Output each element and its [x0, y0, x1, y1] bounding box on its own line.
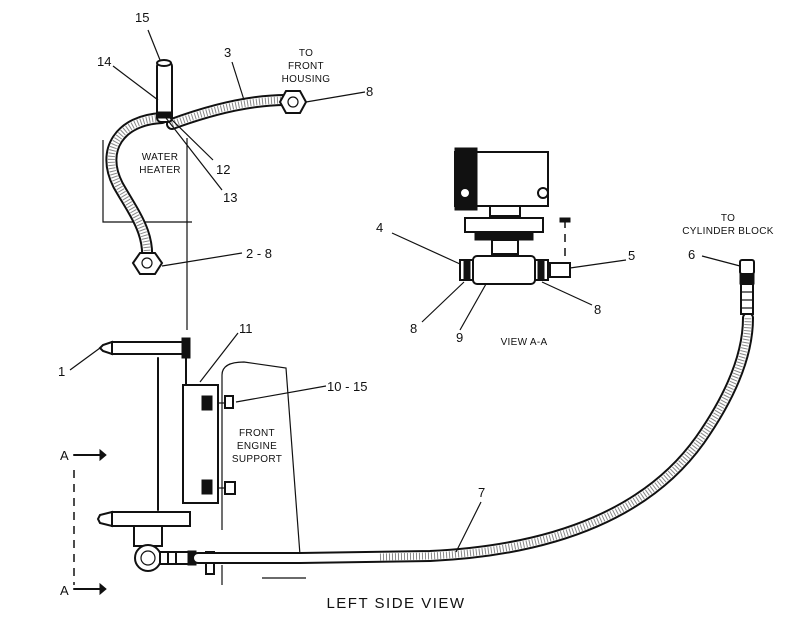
diagram-title: LEFT SIDE VIEW	[326, 595, 465, 612]
callout-8-top: 8	[366, 84, 373, 99]
callout-9: 9	[456, 330, 463, 345]
callout-7: 7	[478, 485, 485, 500]
note-front-engine-support-2: ENGINE	[237, 441, 277, 452]
section-line-a	[73, 448, 107, 596]
note-front-engine-support-1: FRONT	[239, 428, 275, 439]
view-a-a-label: VIEW A-A	[501, 337, 548, 348]
note-to-front-housing-2: FRONT	[288, 61, 324, 72]
callout-8-left: 8	[410, 321, 417, 336]
callout-13: 13	[223, 190, 237, 205]
fitting-collar	[156, 111, 173, 119]
callout-leaders-mount	[69, 332, 327, 403]
connector-6	[739, 259, 755, 275]
support-plate	[182, 384, 219, 504]
bottom-bracket	[111, 511, 191, 527]
callout-10-15: 10 - 15	[327, 379, 367, 394]
grease-fitting-bottom	[96, 510, 113, 528]
heater-bracket	[102, 140, 192, 223]
callout-5: 5	[628, 248, 635, 263]
tee-fitting-9	[472, 255, 536, 285]
callout-4: 4	[376, 220, 383, 235]
heater-hose-assembly	[102, 59, 308, 330]
labels: 15 14 3 8 12 13 2 - 8 11 1 10 - 15 7 4 5…	[58, 10, 773, 612]
callout-11: 11	[239, 321, 253, 336]
note-to-cylinder-block-1: TO	[721, 213, 735, 224]
plug-5	[549, 262, 571, 278]
note-water-heater-2: HEATER	[139, 165, 181, 176]
note-front-engine-support-3: SUPPORT	[232, 454, 282, 465]
callout-2-8: 2 - 8	[246, 246, 272, 261]
callout-6: 6	[688, 247, 695, 262]
callout-leaders-upper	[112, 29, 366, 267]
section-marker-bottom: A	[60, 583, 69, 598]
hex-nut-top	[278, 90, 308, 114]
callout-8-right: 8	[594, 302, 601, 317]
callout-12: 12	[216, 162, 230, 177]
long-hose-7	[192, 255, 755, 564]
fitting-arm	[111, 341, 188, 355]
callout-3: 3	[224, 45, 231, 60]
section-marker-top: A	[60, 448, 69, 463]
hex-fitting-lower	[131, 252, 164, 275]
callout-1: 1	[58, 364, 65, 379]
callout-14: 14	[97, 54, 111, 69]
note-to-cylinder-block-2: CYLINDER BLOCK	[682, 226, 773, 237]
note-to-front-housing-1: TO	[299, 48, 313, 59]
note-to-front-housing-3: HOUSING	[282, 74, 331, 85]
callout-15: 15	[135, 10, 149, 25]
view-a-a-detail	[391, 147, 627, 331]
elbow-fitting	[134, 544, 162, 572]
note-water-heater-1: WATER	[142, 152, 179, 163]
engine-support-outline	[221, 361, 301, 556]
front-engine-support-assembly	[96, 337, 306, 585]
grease-fitting-1	[98, 340, 113, 356]
hose-to-cylinder-block	[192, 312, 754, 564]
